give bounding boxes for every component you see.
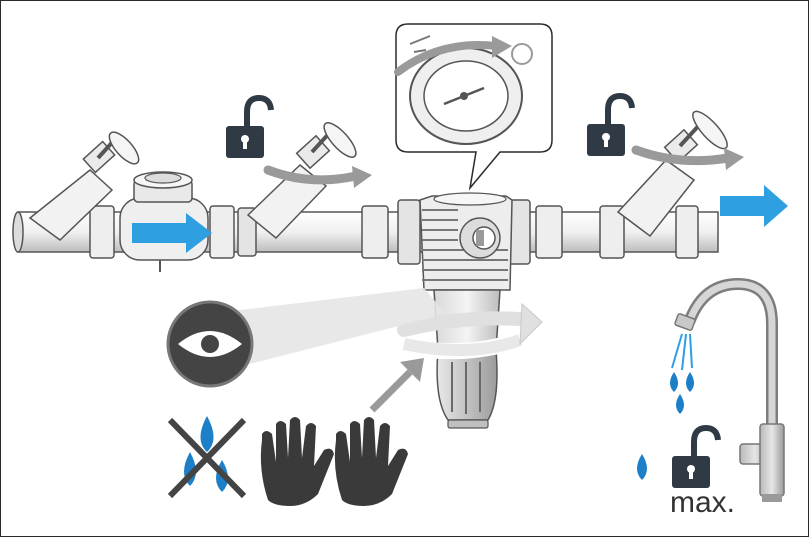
flow-arrow-outlet: [720, 185, 788, 227]
reminder-dial-callout: [396, 24, 552, 188]
eye-icon: [168, 302, 252, 386]
pointer-arrow: [372, 358, 424, 410]
tap-max-label: max.: [670, 488, 735, 518]
crossed-water-drops-icon: [170, 416, 244, 496]
main-pipe: [13, 200, 718, 264]
padlock-open-icon: [587, 96, 632, 156]
padlock-open-icon: [226, 98, 271, 158]
hand-icon: [261, 417, 334, 506]
padlock-open-icon: [672, 428, 718, 488]
water-drop-icon: [637, 454, 647, 480]
hand-icon: [335, 417, 408, 506]
tap-water-stream: [670, 334, 694, 414]
